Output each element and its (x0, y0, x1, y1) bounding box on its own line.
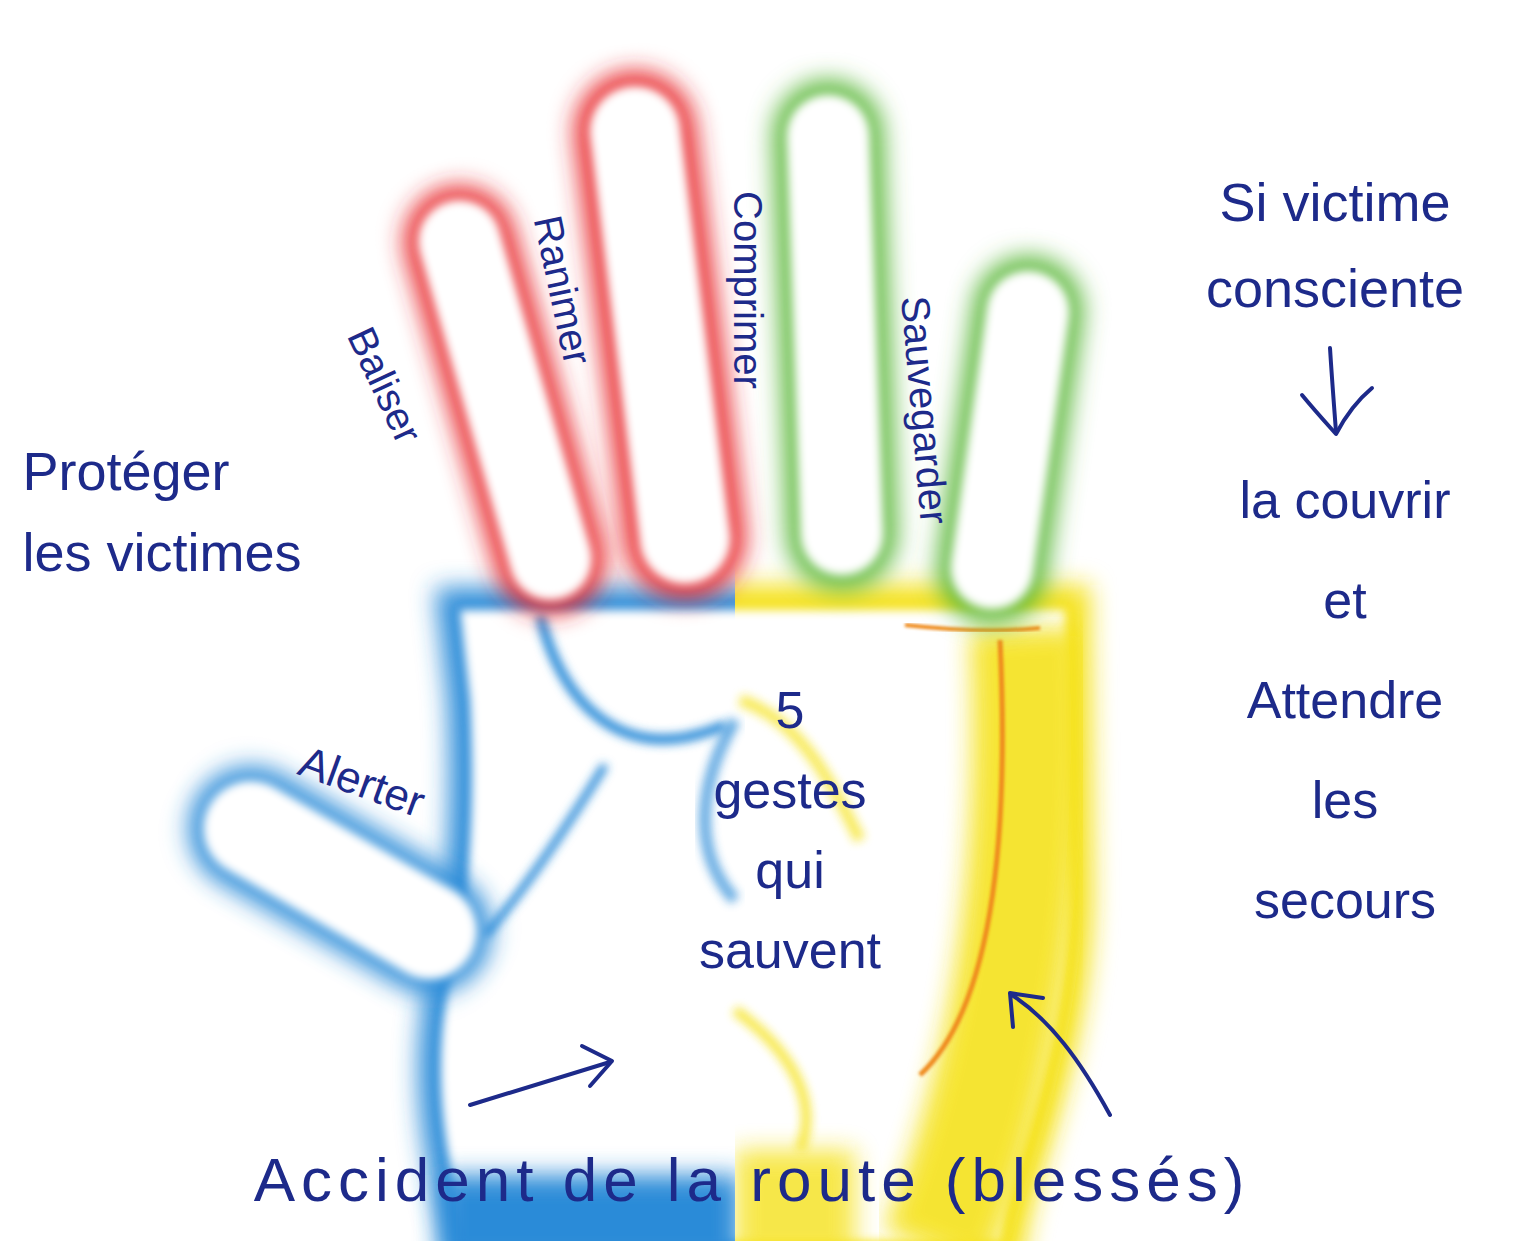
arrow-head (1302, 388, 1372, 434)
step-label: Ranimer (526, 211, 600, 368)
caption-text: Accident de la route (blessés) (254, 1146, 1251, 1214)
note-text: Si victime consciente (1203, 159, 1468, 332)
arrow (470, 1062, 610, 1105)
middle-finger (568, 65, 752, 606)
step-label: Sauvegarder (893, 294, 957, 526)
step-label: Protéger les victimes (22, 431, 307, 593)
note-text: la couvrir et Attendre les secours (1236, 450, 1454, 950)
step-label: Alerter (293, 737, 431, 827)
arrow (1330, 348, 1336, 432)
index-finger (391, 173, 618, 626)
arrow-head (582, 1046, 612, 1086)
step-label: Comprimer (726, 191, 770, 389)
ring-finger (771, 78, 899, 592)
center-heading: 5 gestes qui sauvent (696, 670, 883, 990)
little-finger (930, 249, 1090, 631)
arrow-head (1010, 993, 1043, 1027)
arrow (1012, 995, 1110, 1115)
step-label: Baliser (339, 320, 431, 449)
